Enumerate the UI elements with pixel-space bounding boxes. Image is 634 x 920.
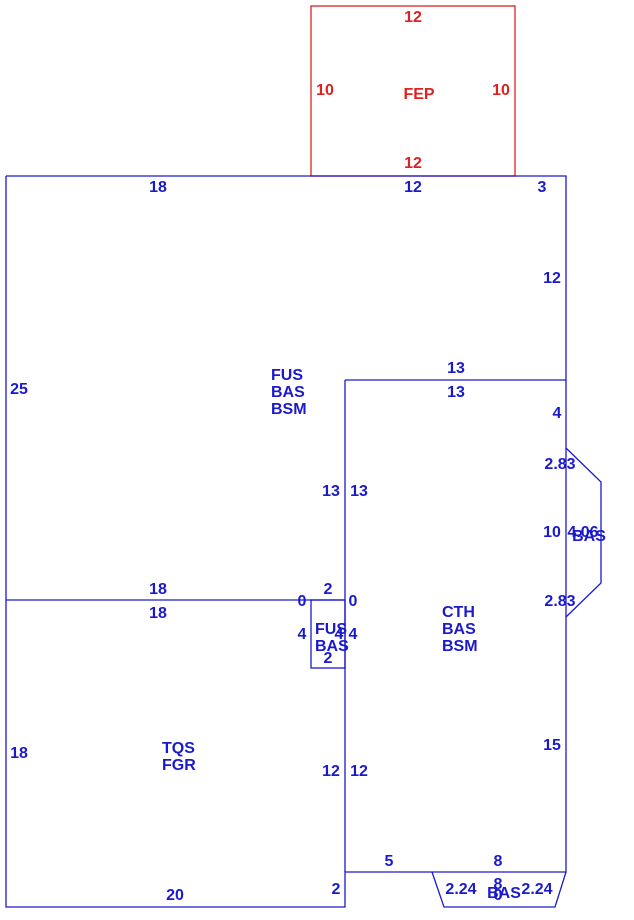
main-right-upper-dim: 12 — [543, 270, 561, 287]
bay-front-dim: 10 — [543, 524, 561, 541]
small-area-outline — [310, 599, 346, 669]
bay-window-outline — [565, 447, 602, 618]
bay-diag-top-dim: 2.83 — [544, 456, 575, 473]
fep-top-dim: 12 — [404, 9, 422, 26]
garage-top-dim: 18 — [149, 605, 167, 622]
fep-right-dim: 10 — [492, 82, 510, 99]
wing-left-inner-dim: 13 — [350, 483, 368, 500]
fep-bottom-dim: 12 — [404, 155, 422, 172]
small-code-2: BAS — [315, 638, 349, 655]
wing-code-3: BSM — [442, 638, 478, 655]
wing-right-top-dim: 4 — [553, 405, 562, 422]
garage-code-2: FGR — [162, 757, 196, 774]
bay-code: BAS — [572, 528, 606, 545]
main-step-b-dim: 2 — [324, 581, 333, 598]
main-top-left-dim: 18 — [149, 179, 167, 196]
bottom-bay-right-dim: 2.24 — [521, 881, 552, 898]
bay-diag-bottom-dim: 2.83 — [544, 593, 575, 610]
bottom-bay-depth-dim: 0 — [494, 887, 503, 904]
wing-left-lower-outer-dim: 12 — [322, 763, 340, 780]
main-code-2: BAS — [271, 384, 305, 401]
bottom-bay-code: BAS — [487, 885, 521, 902]
bottom-bay-left-dim: 2.24 — [445, 881, 476, 898]
garage-code-1: TQS — [162, 740, 195, 757]
wing-right-bottom-dim: 15 — [543, 737, 561, 754]
bottom-bay-top-dim: 8 — [494, 876, 503, 893]
wing-bottom-dim: 5 — [385, 853, 394, 870]
bottom-bay-outline — [431, 871, 567, 908]
small-left-dim: 4 — [298, 626, 307, 643]
main-outline — [5, 175, 567, 908]
small-code-1: FUS — [315, 621, 347, 638]
wing-left-outer-dim: 13 — [322, 483, 340, 500]
main-step-a-dim: 0 — [298, 593, 307, 610]
fep-left-dim: 10 — [316, 82, 334, 99]
wing-bay-top-dim: 8 — [494, 853, 503, 870]
garage-left-dim: 18 — [10, 745, 28, 762]
small-right-dim: 4 — [335, 626, 344, 643]
small-right-b-dim: 4 — [349, 626, 358, 643]
wing-code-2: BAS — [442, 621, 476, 638]
wing-step-left-dim: 0 — [349, 593, 358, 610]
main-bottom-dim: 18 — [149, 581, 167, 598]
garage-bottom-dim: 20 — [166, 887, 184, 904]
bay-depth-dim: 4.06 — [567, 524, 598, 541]
main-code-1: FUS — [271, 367, 303, 384]
fep-code: FEP — [403, 86, 434, 103]
wing-left-lower-inner-dim: 12 — [350, 763, 368, 780]
wing-top-outer-dim: 13 — [447, 360, 465, 377]
garage-corner-dim: 2 — [332, 881, 341, 898]
main-code-3: BSM — [271, 401, 307, 418]
main-top-right-dim: 3 — [538, 179, 547, 196]
wing-code-1: CTH — [442, 604, 475, 621]
main-left-dim: 25 — [10, 381, 28, 398]
wing-top-inner-dim: 13 — [447, 384, 465, 401]
small-bottom-dim: 2 — [324, 650, 333, 667]
main-top-mid-dim: 12 — [404, 179, 422, 196]
